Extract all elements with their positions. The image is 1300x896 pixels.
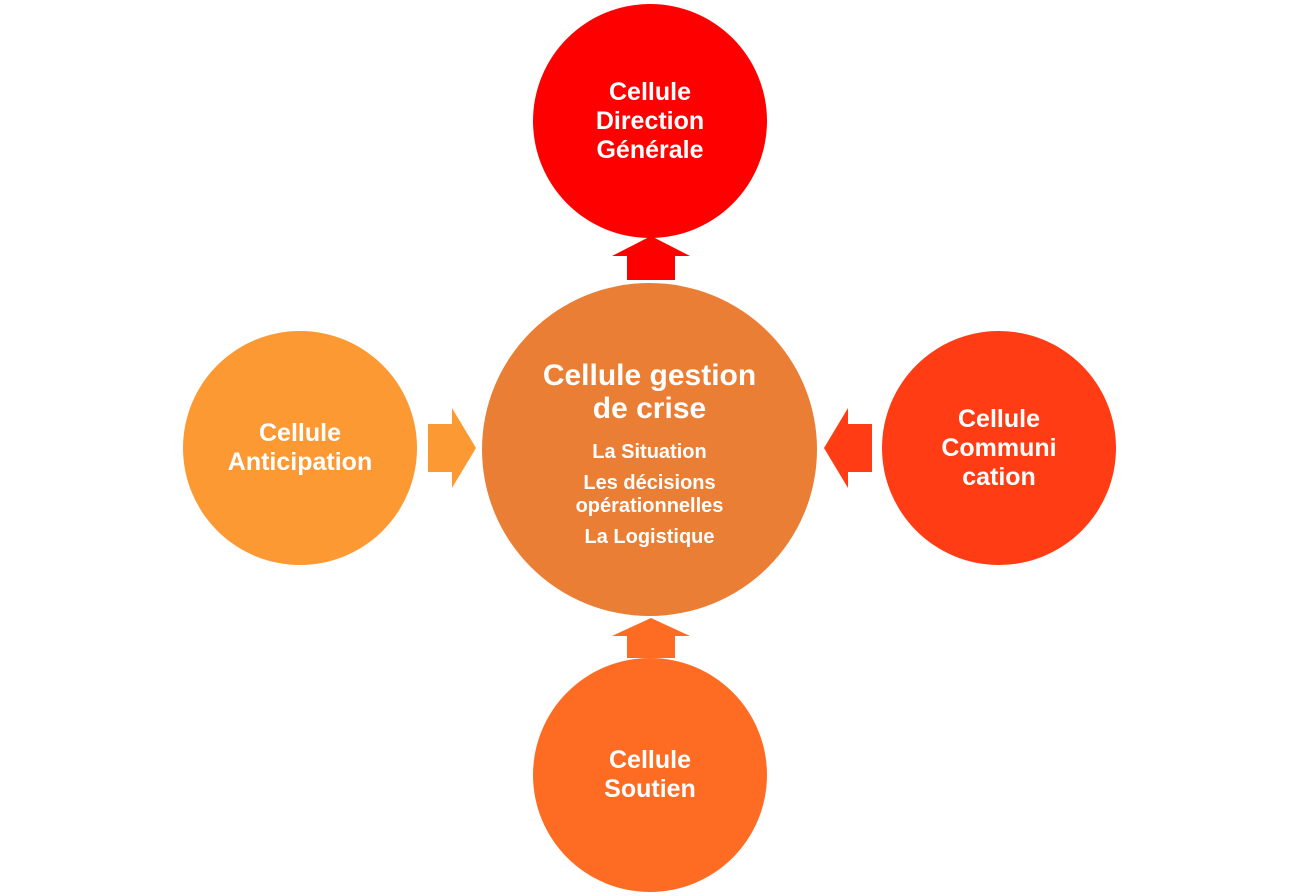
arrow-up-to-direction — [612, 236, 690, 280]
node-soutien: Cellule Soutien — [533, 658, 767, 892]
center-title: Cellule gestion de crise — [542, 358, 757, 425]
center-item-situation: La Situation — [592, 440, 707, 463]
arrow-right-shape — [428, 408, 476, 488]
node-communication: Cellule Communi cation — [882, 331, 1116, 565]
node-gestion-de-crise: Cellule gestion de crise La Situation Le… — [482, 283, 817, 616]
node-label: Cellule Soutien — [604, 746, 696, 803]
arrow-from-anticipation — [428, 408, 476, 488]
node-label: Cellule Direction Générale — [595, 77, 705, 164]
node-label: Cellule Anticipation — [227, 419, 373, 476]
node-direction-generale: Cellule Direction Générale — [533, 4, 767, 238]
node-label: Cellule Communi cation — [941, 404, 1057, 491]
arrow-up-shape — [612, 236, 690, 280]
arrow-from-soutien — [612, 618, 690, 658]
arrow-from-communication — [824, 408, 872, 488]
center-item-logistique: La Logistique — [584, 525, 715, 548]
center-item-decisions: Les décisions opérationnelles — [575, 471, 724, 517]
node-anticipation: Cellule Anticipation — [183, 331, 417, 565]
arrow-up-shape — [612, 618, 690, 658]
arrow-left-shape — [824, 408, 872, 488]
